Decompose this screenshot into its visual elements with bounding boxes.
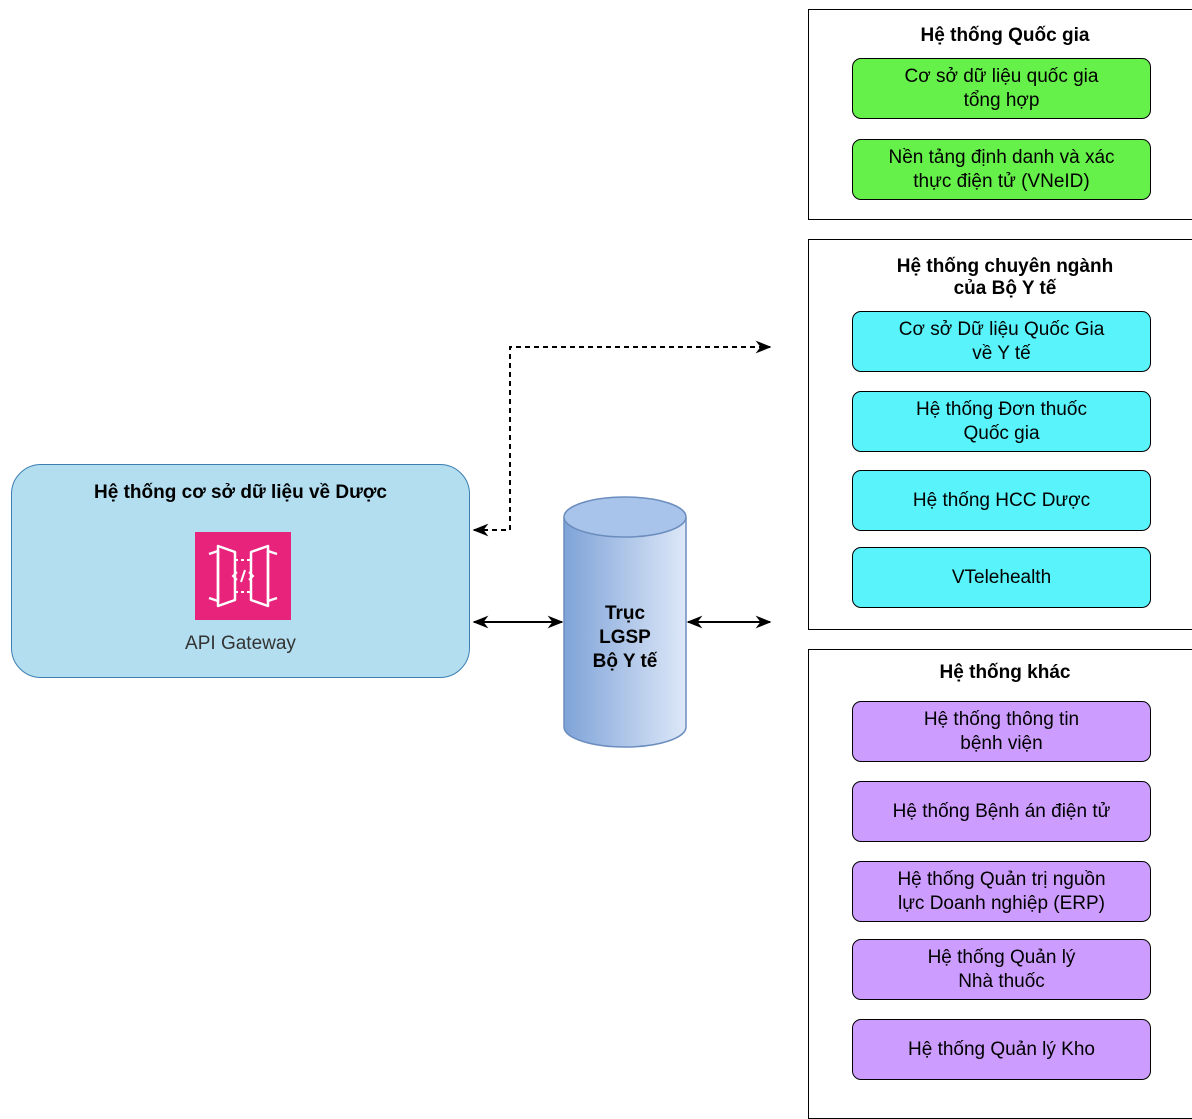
system-vneid[interactable]: Nền tảng định danh và xác thực điện tử (… [852, 139, 1151, 200]
system-national-prescription[interactable]: Hệ thống Đơn thuốc Quốc gia [852, 391, 1151, 452]
group-other-title: Hệ thống khác [939, 662, 1071, 683]
group-national-title: Hệ thống Quốc gia [920, 25, 1090, 46]
lgsp-hub-label: Trục LGSP Bộ Y tế [592, 603, 658, 672]
system-hospital-information[interactable]: Hệ thống thông tin bệnh viện [852, 701, 1151, 762]
pharma-database-system[interactable]: Hệ thống cơ sở dữ liệu về Dược API Gatew… [11, 464, 470, 678]
api-gateway-label: API Gateway [185, 633, 296, 654]
system-pharmacy-management[interactable]: Hệ thống Quản lý Nhà thuốc [852, 939, 1151, 1000]
system-electronic-medical-record[interactable]: Hệ thống Bệnh án điện tử [852, 781, 1151, 842]
system-erp[interactable]: Hệ thống Quản trị nguồn lực Doanh nghiệp… [852, 861, 1151, 922]
connector-main-health-dashed [472, 340, 772, 537]
api-gateway-icon[interactable] [195, 532, 291, 620]
system-vtelehealth[interactable]: VTelehealth [852, 547, 1151, 608]
system-national-aggregate-db[interactable]: Cơ sở dữ liệu quốc gia tổng hợp [852, 58, 1151, 119]
system-warehouse-management[interactable]: Hệ thống Quản lý Kho [852, 1019, 1151, 1080]
system-hcc-pharma[interactable]: Hệ thống HCC Dược [852, 470, 1151, 531]
system-national-health-db[interactable]: Cơ sở Dữ liệu Quốc Gia về Y tế [852, 311, 1151, 372]
pharma-system-title: Hệ thống cơ sở dữ liệu về Dược [94, 482, 387, 503]
group-health-title: Hệ thống chuyên ngành của Bộ Y tế [896, 256, 1114, 299]
